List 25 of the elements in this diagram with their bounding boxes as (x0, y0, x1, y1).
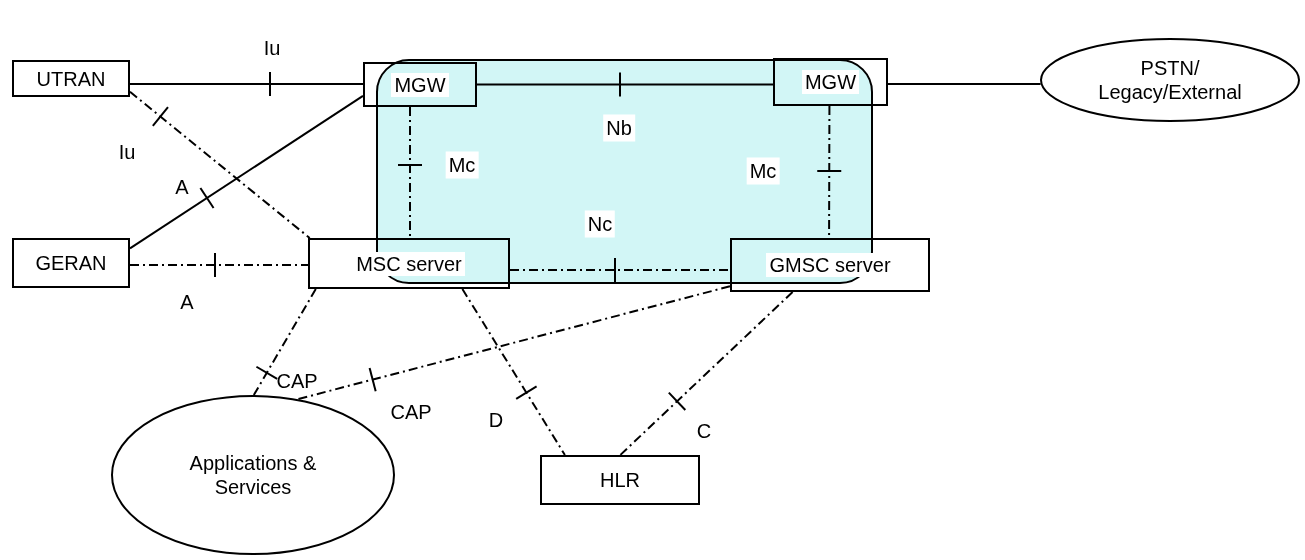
interface-label: Mc (445, 151, 479, 179)
interface-label: Nb (603, 114, 635, 142)
gateway-box (363, 62, 477, 107)
interface-label: Mc (746, 157, 780, 185)
server-box (730, 238, 930, 292)
node-label: Applications & Services (188, 451, 318, 499)
interface-label: C (695, 418, 713, 444)
interface-label: CAP (389, 399, 433, 425)
interface-label: Iu (117, 139, 137, 165)
gateway-box (773, 58, 888, 106)
interface-label: Iu (262, 35, 282, 61)
node-label: MGW (801, 70, 860, 94)
interface-label: CAP (275, 368, 319, 394)
node-label: GMSC server (766, 253, 894, 277)
network-box (12, 238, 130, 288)
interface-label: D (487, 407, 505, 433)
interface-label: A (174, 174, 190, 200)
node-label: PSTN/ Legacy/External (1097, 56, 1243, 104)
network-box (12, 60, 130, 97)
network-ellipse (1040, 38, 1300, 122)
interface-label: Nc (584, 210, 616, 238)
node-label: MGW (391, 72, 449, 97)
interface-label: A (179, 289, 195, 315)
server-box (308, 238, 510, 289)
register-box (540, 455, 700, 505)
